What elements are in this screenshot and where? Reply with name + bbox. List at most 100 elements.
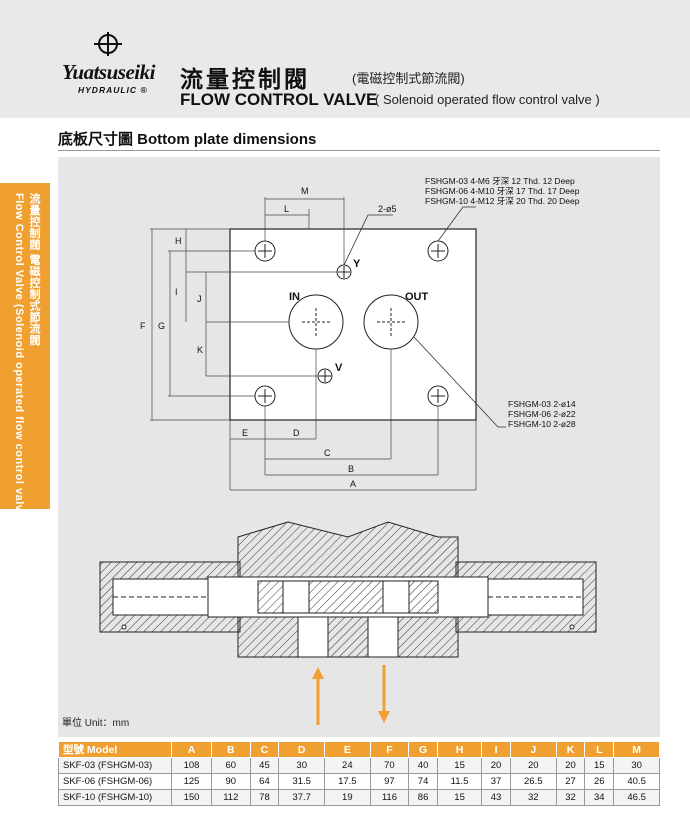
table-cell: 43 xyxy=(481,789,511,806)
table-cell: 27 xyxy=(555,773,586,790)
table-cell: 40.5 xyxy=(613,773,660,790)
table-cell: SKF-06 (FSHGM-06) xyxy=(58,773,172,790)
table-cell: 31.5 xyxy=(278,773,326,790)
table-row: SKF-06 (FSHGM-06) 125 90 64 31.5 17.5 97… xyxy=(58,773,660,790)
hole-note: 2-ø5 xyxy=(378,204,397,214)
col-header: A xyxy=(170,741,213,758)
port-note-2: FSHGM-06 2-ø22 xyxy=(508,409,576,419)
dimension-lines xyxy=(150,197,477,491)
table-cell: 37.7 xyxy=(278,789,326,806)
table-cell: 32 xyxy=(509,789,557,806)
table-cell: 15 xyxy=(436,789,483,806)
unit-label: 單位 Unit：mm xyxy=(62,718,130,729)
table-cell: 30 xyxy=(278,757,326,774)
table-cell: 26.5 xyxy=(509,773,557,790)
table-cell: 70 xyxy=(369,757,410,774)
col-header: F xyxy=(369,741,410,758)
table-cell: 125 xyxy=(170,773,213,790)
table-cell: 112 xyxy=(211,789,251,806)
left-tube xyxy=(112,578,209,616)
table-cell: 20 xyxy=(481,757,511,774)
col-header: H xyxy=(436,741,483,758)
port-label-out: OUT xyxy=(405,291,429,303)
title-en-sub: ( Solenoid operated flow control valve ) xyxy=(375,92,600,107)
port-label-y: Y xyxy=(353,258,361,270)
spec-table: 型號 Model A B C D E F G H I J K L M SKF-0… xyxy=(58,741,660,806)
header: Yuatsuseiki HYDRAULIC ® 流量控制閥 (電磁控制式節流閥)… xyxy=(0,0,690,118)
dim-label-e: E xyxy=(242,428,248,438)
section-divider xyxy=(58,150,660,151)
thread-note-3: FSHGM-10 4-M12 牙深 20 Thd. 20 Deep xyxy=(425,196,580,206)
dim-label-j: J xyxy=(197,294,202,304)
table-cell: 60 xyxy=(211,757,251,774)
col-header: J xyxy=(509,741,557,758)
side-tab-label-en: Flow Control Valve (Solenoid operated fl… xyxy=(13,193,25,523)
table-cell: 20 xyxy=(509,757,557,774)
dim-label-b: B xyxy=(348,464,354,474)
dim-label-l: L xyxy=(284,204,289,214)
technical-drawing: IN OUT Y V 2-ø5 FSHGM-03 4-M6 牙深 12 Thd.… xyxy=(99,176,597,725)
thread-note-1: FSHGM-03 4-M6 牙深 12 Thd. 12 Deep xyxy=(425,176,575,186)
title-zh-sub: (電磁控制式節流閥) xyxy=(352,71,465,86)
table-cell: 37 xyxy=(481,773,511,790)
title-en: FLOW CONTROL VALVE xyxy=(180,90,378,109)
thread-note-2: FSHGM-06 4-M10 牙深 17 Thd. 17 Deep xyxy=(425,186,580,196)
table-cell: 45 xyxy=(249,757,280,774)
table-cell: 97 xyxy=(369,773,410,790)
port-label-in: IN xyxy=(289,291,300,303)
table-cell: 46.5 xyxy=(613,789,660,806)
col-header: K xyxy=(555,741,586,758)
table-cell: 26 xyxy=(584,773,615,790)
col-header: D xyxy=(278,741,326,758)
dim-label-k: K xyxy=(197,345,203,355)
table-row: SKF-03 (FSHGM-03) 108 60 45 30 24 70 40 … xyxy=(58,757,660,774)
port-note-1: FSHGM-03 2-ø14 xyxy=(508,399,576,409)
brand-logo: Yuatsuseiki HYDRAULIC ® xyxy=(62,32,180,110)
flow-arrows xyxy=(312,665,390,725)
col-header: L xyxy=(584,741,615,758)
dim-label-i: I xyxy=(175,287,178,297)
dim-label-m: M xyxy=(301,186,309,196)
col-header: E xyxy=(324,741,371,758)
table-cell: 90 xyxy=(211,773,251,790)
table-cell: 108 xyxy=(170,757,213,774)
leader-lines xyxy=(343,206,506,428)
table-cell: 30 xyxy=(613,757,660,774)
table-cell: 150 xyxy=(170,789,213,806)
col-header: M xyxy=(613,741,660,758)
table-header-row: 型號 Model A B C D E F G H I J K L M xyxy=(58,741,660,758)
col-header: B xyxy=(211,741,251,758)
table-cell: 64 xyxy=(249,773,280,790)
table-cell: 19 xyxy=(324,789,371,806)
table-cell: 15 xyxy=(584,757,615,774)
table-cell: 34 xyxy=(584,789,615,806)
table-cell: 74 xyxy=(408,773,438,790)
dim-label-f: F xyxy=(140,321,146,331)
side-tab-label-zh: 流量控制閥 電磁控制式節流閥 xyxy=(28,193,40,347)
brand-name: Yuatsuseiki xyxy=(62,60,155,84)
right-tube xyxy=(487,578,584,616)
port-label-v: V xyxy=(335,362,343,374)
table-cell: 32 xyxy=(555,789,586,806)
logo-mark-icon xyxy=(94,32,122,56)
brand-sub: HYDRAULIC ® xyxy=(78,85,148,95)
port-note-3: FSHGM-10 2-ø28 xyxy=(508,419,576,429)
drawing-panel: IN OUT Y V 2-ø5 FSHGM-03 4-M6 牙深 12 Thd.… xyxy=(58,157,660,737)
dim-label-h: H xyxy=(175,236,182,246)
dim-label-d: D xyxy=(293,428,300,438)
table-cell: 24 xyxy=(324,757,371,774)
table-cell: 86 xyxy=(408,789,438,806)
title-zh: 流量控制閥 xyxy=(180,66,310,92)
dim-label-c: C xyxy=(324,448,331,458)
table-cell: 15 xyxy=(436,757,483,774)
table-cell: 116 xyxy=(369,789,410,806)
table-cell: 20 xyxy=(555,757,586,774)
dim-label-g: G xyxy=(158,321,165,331)
table-cell: 40 xyxy=(408,757,438,774)
dim-label-a: A xyxy=(350,479,356,489)
col-header: C xyxy=(249,741,280,758)
side-tab[interactable]: 流量控制閥 電磁控制式節流閥 Flow Control Valve (Solen… xyxy=(0,183,50,522)
table-cell: 78 xyxy=(249,789,280,806)
table-cell: SKF-03 (FSHGM-03) xyxy=(58,757,172,774)
col-header: I xyxy=(481,741,511,758)
